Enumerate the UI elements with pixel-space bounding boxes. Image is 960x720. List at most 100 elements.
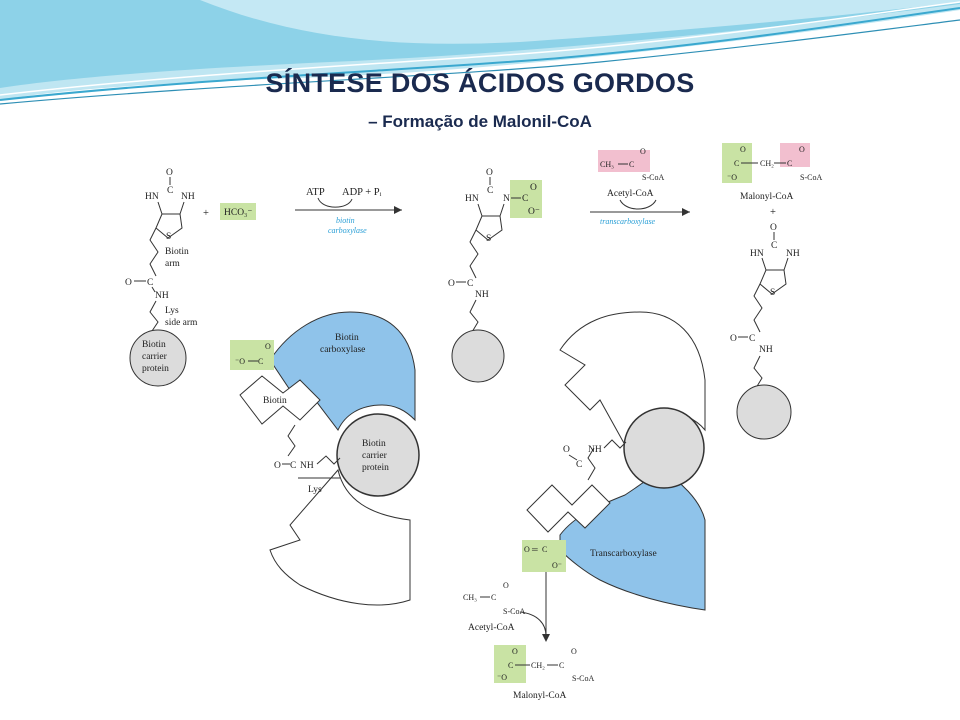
carboxyl-highlight [522, 540, 566, 572]
label-lys-arm-1: Lys [165, 306, 179, 316]
atom-scoa: S-CoA [503, 607, 525, 616]
label-malonyl-coa: Malonyl-CoA [740, 192, 793, 202]
atom-c: C [487, 186, 493, 196]
atom-o-minus: O⁻ [528, 207, 540, 217]
bond [568, 454, 578, 461]
biotin-shape [239, 375, 321, 425]
atom-c: C [467, 279, 473, 289]
atom-nh: NH [300, 461, 314, 471]
biotin-carboxylase-enzyme [269, 311, 416, 431]
lys-chain [753, 355, 763, 389]
label-biotin-arm-1: Biotin [165, 247, 189, 257]
atom-scoa: S-CoA [642, 173, 664, 182]
atom-minus-o: ⁻O [497, 673, 507, 682]
diagram-background [120, 133, 836, 705]
label-bcp-3: protein [362, 463, 389, 473]
atom-o: O [274, 461, 281, 471]
atom-o: O [166, 168, 173, 178]
atom-nh: NH [181, 192, 195, 202]
label-biotin: Biotin [263, 396, 287, 406]
atom-c: C [522, 194, 528, 204]
wave-line-1 [0, 7, 960, 101]
biotin-carboxylase-lower-domain [269, 468, 411, 606]
slide-title: SÍNTESE DOS ÁCIDOS GORDOS [265, 68, 695, 98]
lys-chain [603, 439, 627, 449]
label-lys-arm-2: side arm [165, 318, 198, 328]
transcarboxylase-complex: Transcarboxylase O C NH O ═ C O⁻ [519, 311, 706, 642]
lys-chain [469, 299, 479, 333]
label-bcp-1: Biotin [142, 340, 166, 350]
label-lys: Lys [308, 485, 322, 495]
label-malonyl-coa: Malonyl-CoA [513, 691, 566, 701]
atom-s: S [486, 234, 491, 244]
bond [151, 286, 156, 293]
biotin-ring [759, 257, 789, 295]
wave-line-2 [0, 19, 960, 105]
label-bcp-1: Biotin [362, 439, 386, 449]
malonyl-coa-formation-diagram: O C HN NH S Biotin arm O C NH Lys side a… [120, 133, 836, 705]
atom-minus-o: ⁻O [235, 357, 245, 366]
atom-nh: NH [475, 290, 489, 300]
label-bc-1: Biotin [335, 333, 359, 343]
atom-scoa: S-CoA [572, 674, 594, 683]
transcarboxylation-arrow: CH₃ C O S-CoA Acetyl-CoA transcarboxylas… [590, 147, 690, 226]
label-acetyl-coa: Acetyl-CoA [607, 189, 654, 199]
atom-c: C [491, 593, 496, 602]
atom-c: C [167, 186, 173, 196]
wave-highlight [200, 0, 960, 44]
biotin-chain [469, 229, 479, 279]
atom-c: C [542, 545, 547, 554]
atom-o: O [770, 223, 777, 233]
header-wave-decoration [0, 0, 960, 105]
label-adp-pi: ADP + Pᵢ [342, 187, 382, 198]
atom-o-minus: O⁻ [552, 561, 562, 570]
atom-c: C [258, 357, 263, 366]
label-bcp-2: carrier [362, 451, 388, 461]
carrier-protein-circle [623, 407, 705, 489]
atom-hn: HN [465, 194, 479, 204]
atom-c: C [576, 460, 582, 470]
label-bcp-3: protein [142, 364, 169, 374]
carrier-protein-circle [336, 413, 420, 497]
slide-subtitle: – Formação de Malonil-CoA [368, 112, 592, 131]
atom-o: O [730, 334, 737, 344]
arrow-curve [519, 611, 547, 637]
biotin-ring [155, 201, 185, 239]
malonyl-coa-bottom: O C ⁻O CH₂ C O S-CoA Malonyl-CoA [494, 645, 594, 701]
biotin-shape [526, 484, 611, 533]
lys-chain [316, 455, 341, 465]
atom-c: C [290, 461, 296, 471]
atom-c: C [771, 241, 777, 251]
atom-hn: HN [750, 249, 764, 259]
atom-nh: NH [588, 445, 602, 455]
carrier-protein-circle [129, 329, 187, 387]
carboxyl-highlight [230, 340, 274, 370]
wave-line-3 [0, 1, 960, 96]
label-biotin-arm-2: arm [165, 259, 180, 269]
label-transcarboxylase: Transcarboxylase [590, 549, 657, 559]
biotin-chain [149, 227, 159, 277]
linker-chain [287, 424, 296, 457]
atom-o: O [799, 145, 805, 154]
lys-chain [149, 300, 159, 335]
label-enzyme1: biotin [336, 216, 355, 225]
atom-o: O [571, 647, 577, 656]
atom-nh: NH [759, 345, 773, 355]
biotin-ring [475, 203, 505, 241]
atom-c: C [734, 159, 739, 168]
arrow-curve [317, 197, 353, 208]
atom-c: C [629, 160, 634, 169]
atom-c: C [147, 278, 153, 288]
biotin-chain [753, 283, 763, 333]
plus-sign: + [203, 208, 209, 219]
malonyl-green-highlight [494, 645, 526, 683]
arrow-head [394, 206, 402, 214]
atom-c: C [787, 159, 792, 168]
atom-s: S [166, 232, 171, 242]
label-acetyl-coa: Acetyl-CoA [468, 623, 515, 633]
atom-o: O [503, 581, 509, 590]
arrow-head [682, 208, 690, 216]
biotin-carrier-protein-group: O C HN NH S Biotin arm O C NH Lys side a… [125, 168, 198, 387]
label-bcp-2: carrier [142, 352, 168, 362]
atom-ch2: CH₂ [760, 159, 774, 168]
